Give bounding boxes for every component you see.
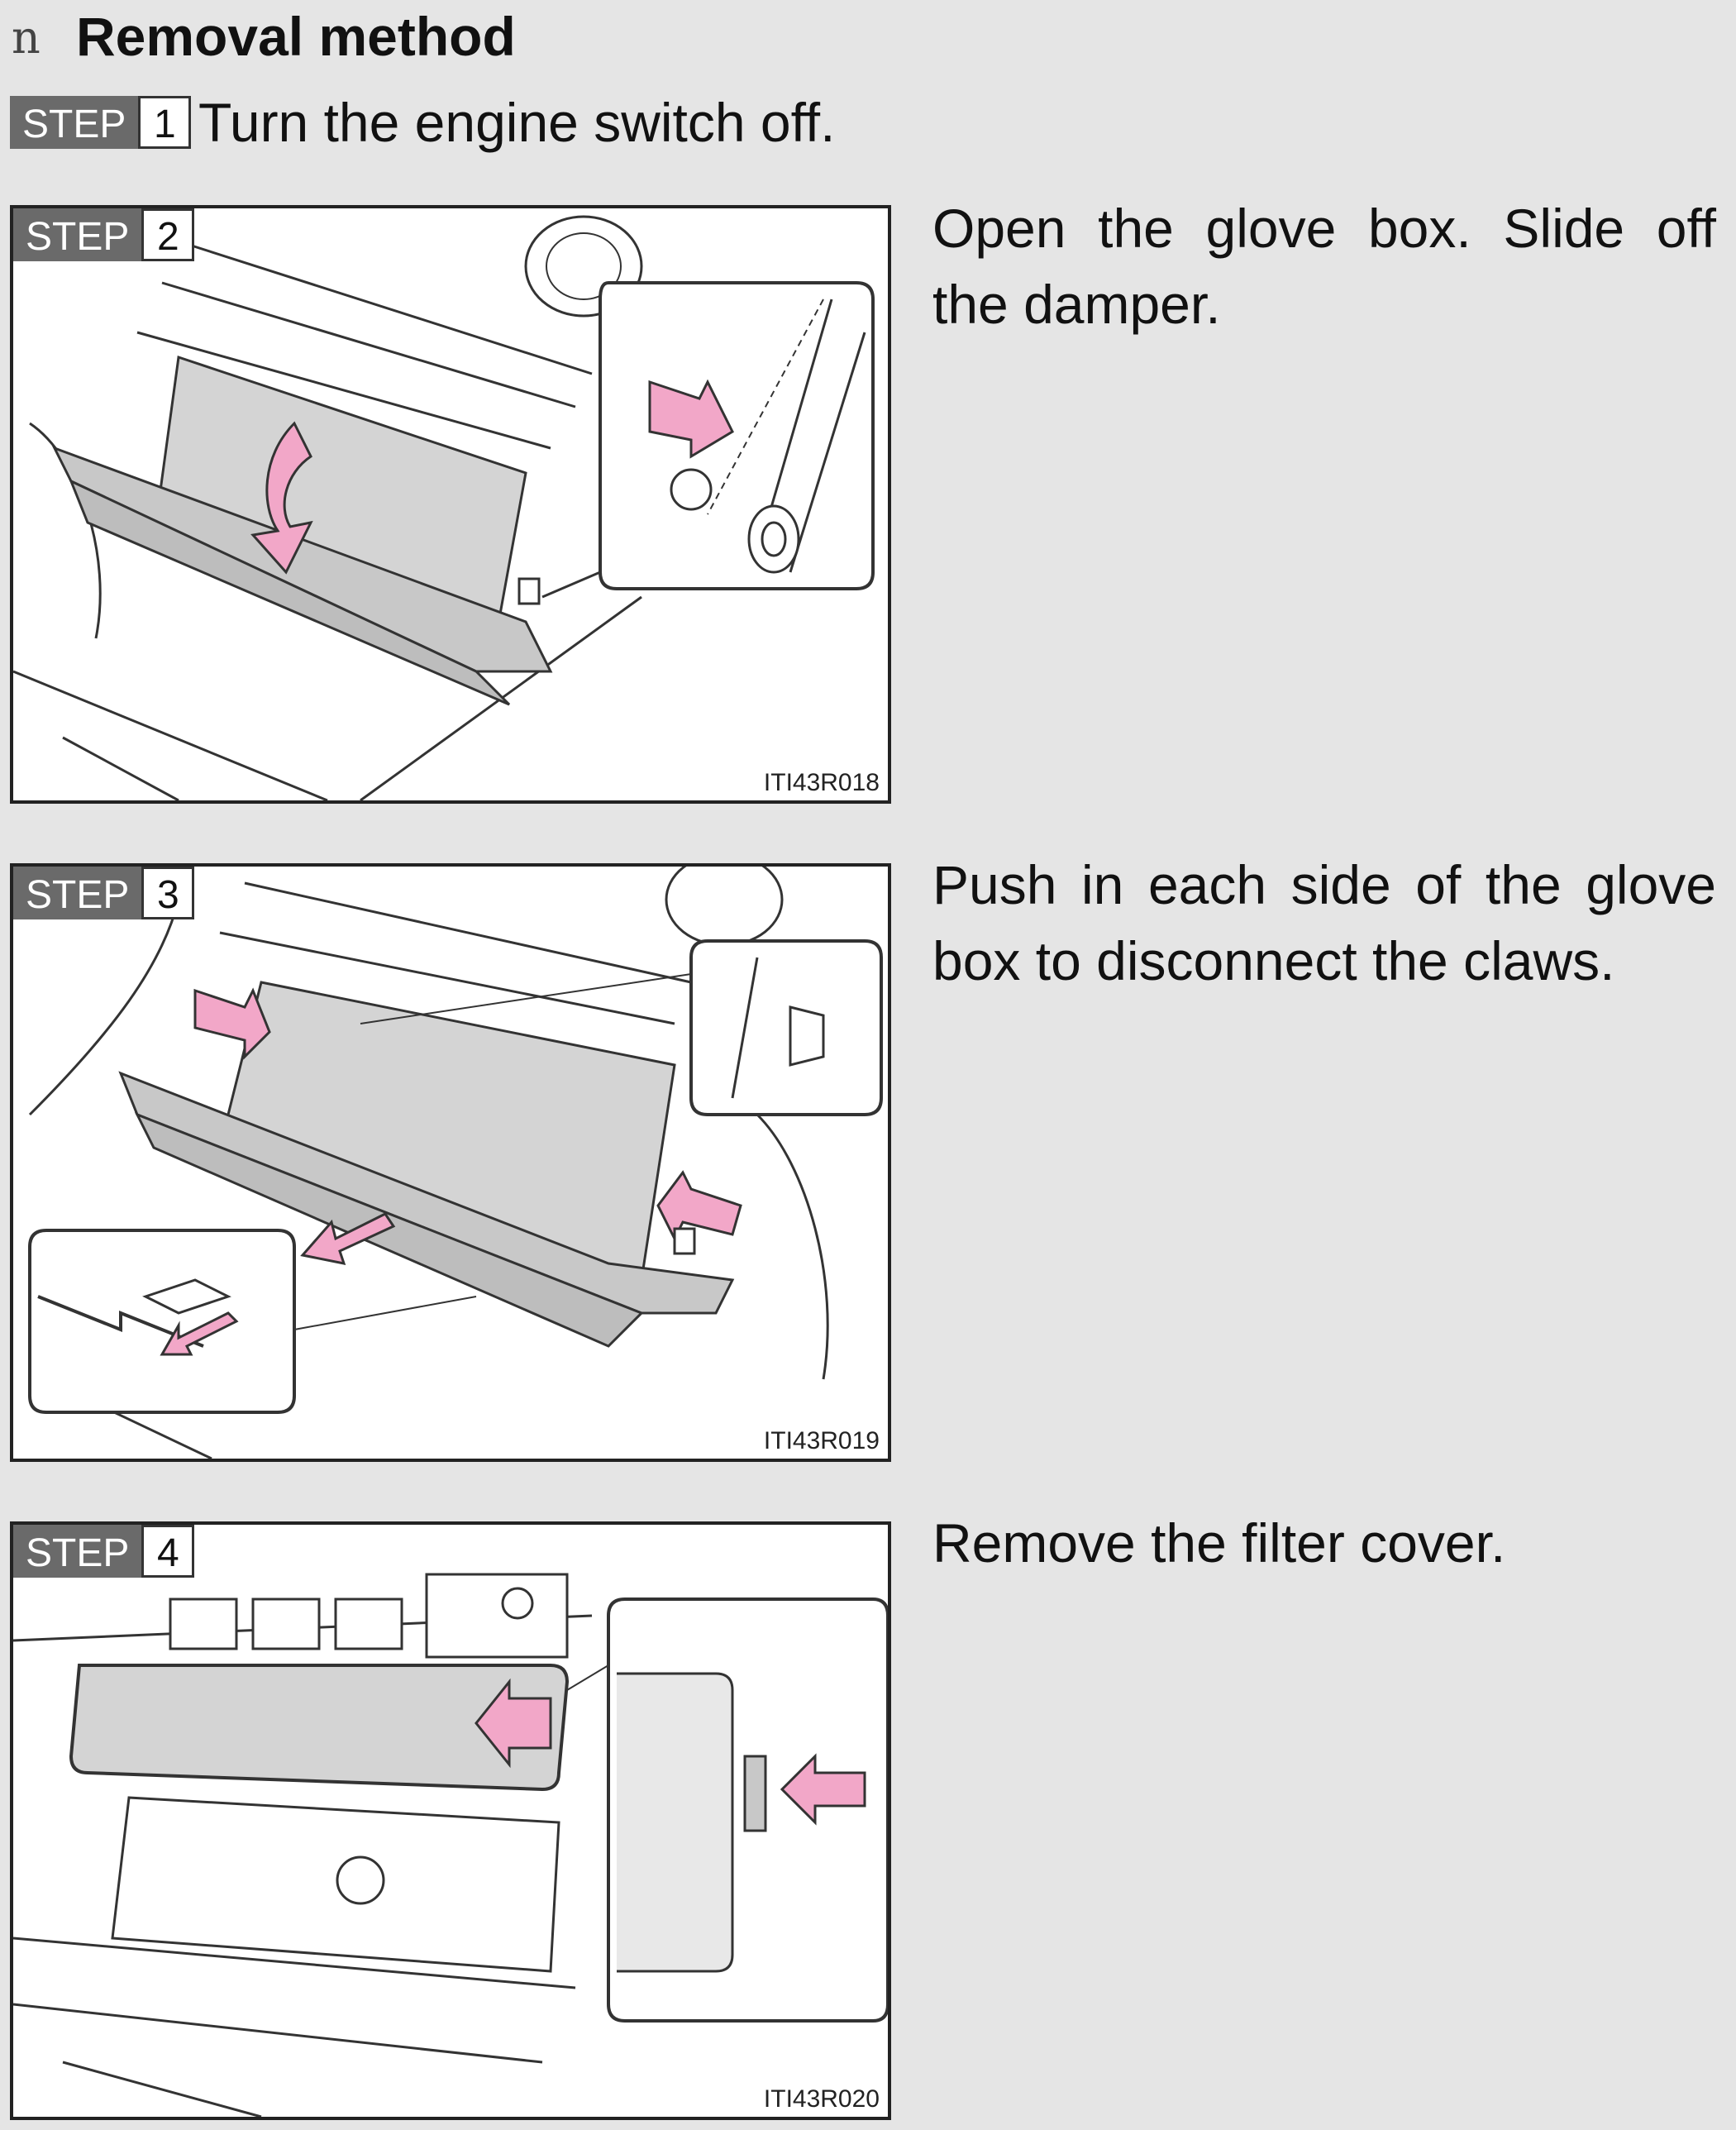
- step-2-figure-code: ITI43R018: [764, 769, 880, 797]
- step-4-figure: STEP 4 ITI43R020: [10, 1521, 891, 2120]
- filter-cover-illustration: [13, 1525, 888, 2117]
- section-heading: Removal method: [76, 5, 516, 68]
- step-2-badge: STEP 2: [13, 208, 194, 261]
- glove-box-open-illustration: [13, 208, 888, 800]
- step-2-number: 2: [141, 208, 194, 261]
- step-4-figure-code: ITI43R020: [764, 2085, 880, 2113]
- step-2-text: Open the glove box. Slide off the damper…: [932, 190, 1716, 342]
- step-3-badge: STEP 3: [13, 867, 194, 919]
- glove-box-claws-illustration: [13, 867, 888, 1459]
- step-3-figure: STEP 3 ITI43R019: [10, 863, 891, 1462]
- step-1-word: STEP: [10, 96, 138, 149]
- step-3-number: 3: [141, 867, 194, 919]
- step-1-text: Turn the engine switch off.: [198, 91, 835, 154]
- step-3-text: Push in each side of the glove box to di…: [932, 847, 1716, 999]
- step-4-badge: STEP 4: [13, 1525, 194, 1578]
- step-2-figure: STEP 2 ITI43R018: [10, 205, 891, 804]
- step-1-number: 1: [138, 96, 191, 149]
- step-4-word: STEP: [13, 1525, 141, 1578]
- step-3-figure-code: ITI43R019: [764, 1427, 880, 1455]
- step-3-word: STEP: [13, 867, 141, 919]
- step-4-text: Remove the filter cover.: [932, 1505, 1716, 1581]
- step-2-word: STEP: [13, 208, 141, 261]
- section-bullet: n: [12, 12, 41, 64]
- step-1-badge: STEP 1: [10, 96, 191, 149]
- step-4-number: 4: [141, 1525, 194, 1578]
